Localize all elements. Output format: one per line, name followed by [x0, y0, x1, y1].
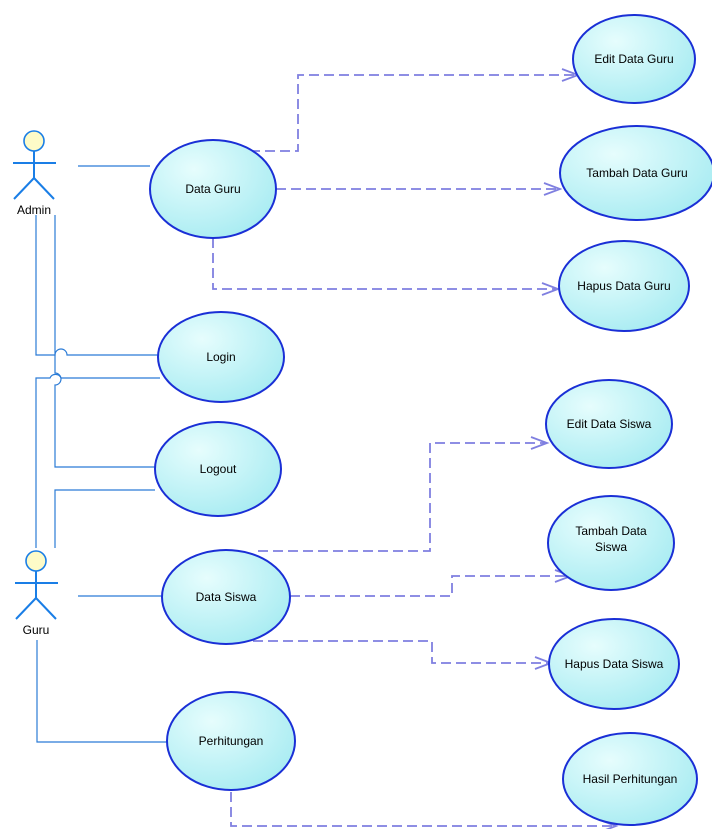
- use-case-perhitungan[interactable]: Perhitungan: [166, 691, 296, 791]
- guru-head-icon: [25, 550, 47, 572]
- dep-perhitungan-hasil: [230, 792, 616, 827]
- use-case-logout-label: Logout: [200, 462, 237, 476]
- dep-data-siswa-tambah: [290, 575, 571, 597]
- use-case-data-guru-label: Data Guru: [185, 182, 240, 196]
- use-case-data-siswa[interactable]: Data Siswa: [161, 549, 291, 645]
- use-case-logout[interactable]: Logout: [154, 421, 282, 517]
- use-case-tambah-data-siswa[interactable]: Tambah Data Siswa: [547, 495, 675, 591]
- association-lines: [35, 165, 167, 743]
- assoc-admin-logout: [54, 215, 155, 468]
- actor-guru[interactable]: Guru: [15, 550, 58, 637]
- assoc-guru-login: [35, 373, 160, 548]
- guru-body-icon: [15, 571, 58, 620]
- use-case-data-siswa-label: Data Siswa: [196, 590, 257, 604]
- arrowhead-hapus-data-guru: [541, 282, 561, 296]
- use-case-edit-data-siswa-label: Edit Data Siswa: [567, 417, 652, 431]
- use-case-hasil-perhitungan-label: Hasil Perhitungan: [583, 772, 678, 786]
- actor-admin-label: Admin: [17, 203, 51, 217]
- dep-data-guru-hapus: [212, 238, 558, 290]
- actor-admin[interactable]: Admin: [13, 130, 56, 217]
- admin-head-icon: [23, 130, 45, 152]
- use-case-tambah-data-siswa-label-line1: Tambah Data: [575, 524, 647, 538]
- use-case-hapus-data-siswa[interactable]: Hapus Data Siswa: [548, 618, 680, 710]
- use-case-edit-data-guru-label: Edit Data Guru: [594, 52, 673, 66]
- assoc-guru-perhitungan: [36, 640, 167, 743]
- use-case-tambah-data-siswa-label-line2: Siswa: [595, 540, 627, 554]
- use-case-login-label: Login: [206, 350, 235, 364]
- assoc-guru-logout: [54, 489, 155, 548]
- use-case-tambah-data-guru-label: Tambah Data Guru: [586, 166, 687, 180]
- use-case-edit-data-siswa[interactable]: Edit Data Siswa: [545, 379, 673, 469]
- use-case-hasil-perhitungan[interactable]: Hasil Perhitungan: [562, 732, 698, 826]
- use-case-login[interactable]: Login: [157, 311, 285, 403]
- use-case-data-guru[interactable]: Data Guru: [149, 139, 277, 239]
- use-case-hapus-data-guru[interactable]: Hapus Data Guru: [558, 240, 690, 332]
- use-case-edit-data-guru[interactable]: Edit Data Guru: [572, 14, 696, 104]
- use-case-hapus-data-siswa-label: Hapus Data Siswa: [565, 657, 664, 671]
- dep-data-guru-edit: [250, 74, 578, 152]
- dep-data-siswa-hapus: [238, 640, 551, 664]
- use-case-hapus-data-guru-label: Hapus Data Guru: [577, 279, 670, 293]
- use-case-perhitungan-label: Perhitungan: [199, 734, 264, 748]
- dep-data-siswa-edit: [258, 442, 547, 552]
- admin-body-icon: [13, 151, 56, 200]
- actor-guru-label: Guru: [23, 623, 50, 637]
- arrowhead-tambah-data-guru: [543, 182, 563, 196]
- arrowhead-edit-data-siswa: [530, 436, 550, 450]
- use-case-tambah-data-guru[interactable]: Tambah Data Guru: [559, 125, 712, 221]
